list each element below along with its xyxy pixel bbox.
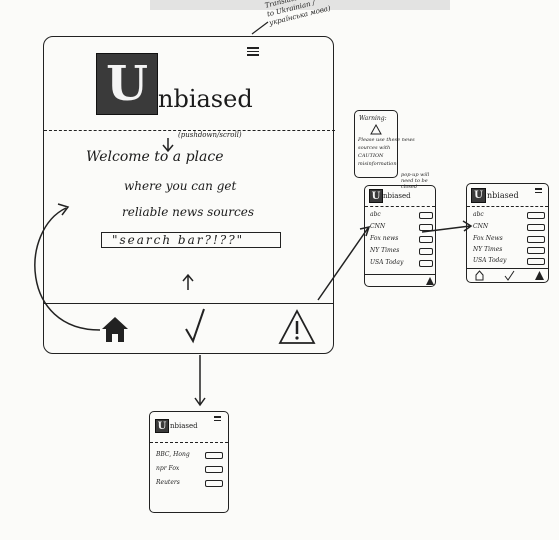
welcome-line-1: Welcome to a place — [86, 149, 224, 165]
checkmark-icon[interactable] — [184, 307, 206, 345]
list-check-icon[interactable] — [504, 270, 515, 281]
warning-list-item-3: Fox news — [370, 235, 399, 242]
bottom-nav-divider — [44, 303, 333, 304]
news-item-1[interactable]: abc — [473, 211, 484, 218]
verified-brand: nbiased — [170, 422, 198, 430]
news-item-4[interactable]: NY Times — [473, 246, 503, 253]
home-icon[interactable] — [100, 315, 130, 345]
warning-list-item-1: abc — [370, 211, 381, 218]
warning-line-4: misinformation — [358, 161, 397, 167]
verified-hamburger-icon[interactable] — [214, 414, 221, 423]
list-brand: nbiased — [487, 191, 519, 200]
search-placeholder: "search bar?!??" — [112, 233, 245, 247]
news-list-mockup: U nbiased abc CNN Fox News NY Times USA … — [466, 183, 549, 283]
warning-line-2: sources with — [358, 145, 391, 151]
warning-screen-mockup: U nbiased pop-up will need to be closed … — [364, 172, 436, 287]
welcome-line-3: reliable news sources — [122, 205, 255, 219]
warning-small-icon — [370, 123, 382, 135]
brand-name: nbiased — [158, 85, 253, 113]
logo-icon: U — [96, 53, 158, 115]
news-item-3[interactable]: Fox News — [473, 235, 503, 242]
news-item-2[interactable]: CNN — [473, 223, 489, 230]
list-logo-icon: U — [471, 188, 486, 203]
news-item-5[interactable]: USA Today — [473, 257, 507, 264]
verified-sources-mockup: U nbiased BBC, Hong npr Fox Reuters — [149, 411, 229, 513]
warning-line-1: Please use these news — [358, 137, 415, 143]
warning-icon[interactable] — [278, 309, 316, 345]
header-divider — [44, 130, 335, 131]
warning-screen-brand: nbiased — [383, 192, 411, 200]
hamburger-menu-icon[interactable] — [247, 45, 259, 58]
list-hamburger-icon[interactable] — [535, 186, 542, 195]
verified-item-3[interactable]: Reuters — [156, 479, 180, 486]
verified-item-2[interactable]: npr Fox — [156, 465, 180, 472]
popup-close-note: pop-up will need to be closed — [401, 172, 430, 190]
warning-line-3: CAUTION — [358, 153, 384, 159]
warning-popup: Warning: Please use these news sources w… — [354, 110, 415, 178]
warning-list-item-5: USA Today — [370, 259, 404, 266]
warning-header: Warning: — [359, 115, 387, 122]
welcome-line-2: where you can get — [124, 179, 237, 193]
top-strip — [150, 0, 450, 10]
list-warning-icon[interactable] — [535, 271, 544, 280]
search-bar[interactable]: "search bar?!??" — [101, 232, 281, 248]
warning-list-item-4: NY Times — [370, 247, 400, 254]
verified-item-1[interactable]: BBC, Hong — [156, 451, 190, 458]
warning-list-item-2: CNN — [370, 223, 386, 230]
main-phone-mockup: U nbiased (pushdown/scroll) Welcome to a… — [43, 36, 335, 354]
pushdown-note: (pushdown/scroll) — [178, 131, 242, 139]
verified-logo-icon: U — [155, 419, 169, 433]
list-home-icon[interactable] — [475, 270, 484, 281]
